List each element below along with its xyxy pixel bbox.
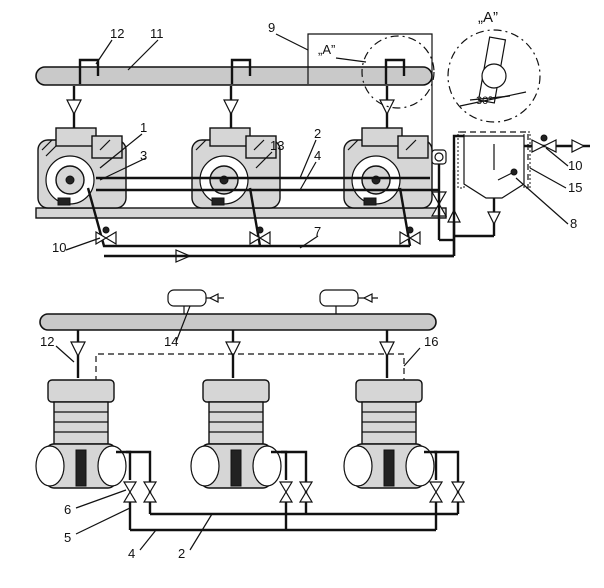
label-9: 9: [268, 20, 275, 35]
compressor-top-2: [191, 127, 281, 209]
suction-arrows-top: [66, 86, 395, 128]
label-7: 7: [314, 224, 321, 239]
riser-to-separator: [307, 33, 461, 242]
suction-header-bottom: [39, 313, 437, 331]
label-10-right: 10: [568, 158, 582, 173]
label-1: 1: [140, 120, 147, 135]
label-5: 5: [64, 530, 71, 545]
dashed-signal-line: [95, 353, 405, 392]
label-6: 6: [64, 502, 71, 517]
label-14: 14: [164, 334, 178, 349]
oil-separator: [452, 131, 590, 256]
label-12-bottom: 12: [40, 334, 54, 349]
label-13: 13: [270, 138, 284, 153]
detail-a-large: [447, 29, 541, 123]
suction-filters: [167, 289, 378, 314]
label-2-bottom: 2: [178, 546, 185, 561]
suction-header-top: [35, 66, 433, 86]
label-16: 16: [424, 334, 438, 349]
label-detail-a-large: „A”: [478, 9, 498, 26]
label-12-top: 12: [110, 26, 124, 41]
label-10-left: 10: [52, 240, 66, 255]
compressor-side-3: [343, 379, 435, 489]
equalizing-lines-top: [96, 176, 440, 192]
detail-a-small: [335, 35, 435, 109]
compressor-top-1: [37, 127, 127, 209]
header-inlets-top: [78, 58, 406, 84]
compressor-top-3: [343, 127, 433, 209]
base-plate: [35, 207, 447, 219]
label-angle: 30°: [476, 95, 493, 107]
valves-bottom: [122, 481, 466, 503]
oil-valves-top: [95, 226, 421, 246]
leader-lines: [55, 33, 569, 551]
label-15: 15: [568, 180, 582, 195]
label-detail-a-small: „A”: [318, 42, 335, 57]
label-4-bottom: 4: [128, 546, 135, 561]
label-4-top: 4: [314, 148, 321, 163]
label-8: 8: [570, 216, 577, 231]
label-11: 11: [150, 26, 164, 41]
suction-drops-bottom: [70, 330, 395, 378]
compressor-side-2: [190, 379, 282, 489]
part-labels: 12 11 9 „A” „A” 30° 1 3 13 2 4 10 7 10 1…: [40, 9, 582, 561]
compressor-side-1: [35, 379, 127, 489]
label-2-top: 2: [314, 126, 321, 141]
label-3: 3: [140, 148, 147, 163]
